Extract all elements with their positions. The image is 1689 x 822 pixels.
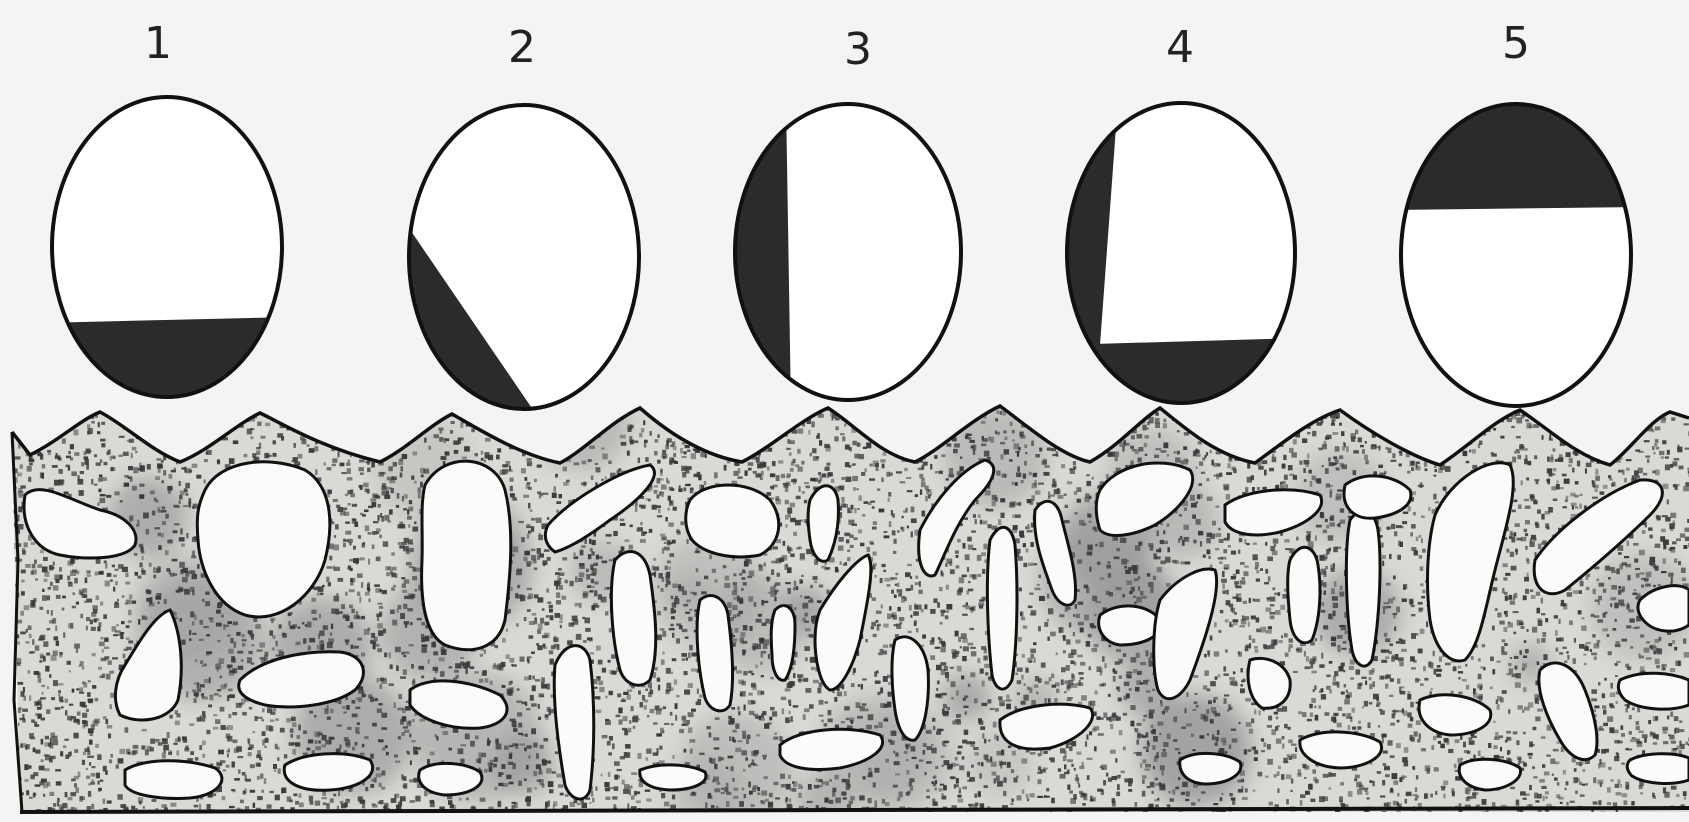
clast [1627, 754, 1689, 784]
clast [1618, 673, 1689, 709]
grain-ellipse-2 [400, 105, 639, 420]
grain-ellipse-3 [730, 90, 961, 410]
label-1: 1 [144, 18, 172, 69]
grain-ellipse-4 [1060, 90, 1300, 420]
clast [1346, 511, 1380, 666]
label-5: 5 [1502, 18, 1530, 69]
clast [125, 761, 222, 799]
label-4: 4 [1166, 22, 1194, 73]
clast [419, 763, 482, 795]
clast [640, 765, 706, 790]
clast [422, 461, 511, 650]
grain-ellipse-5 [1390, 90, 1640, 406]
clast [1288, 547, 1320, 643]
clast [892, 637, 928, 740]
clast [1099, 606, 1161, 645]
grain-ellipse-1 [40, 97, 290, 420]
clast [611, 552, 655, 686]
clast [1180, 753, 1241, 784]
label-3: 3 [844, 24, 872, 75]
clast [686, 485, 779, 557]
clast [284, 754, 372, 791]
label-2: 2 [508, 22, 536, 73]
clast [987, 527, 1017, 689]
clast [771, 606, 795, 681]
